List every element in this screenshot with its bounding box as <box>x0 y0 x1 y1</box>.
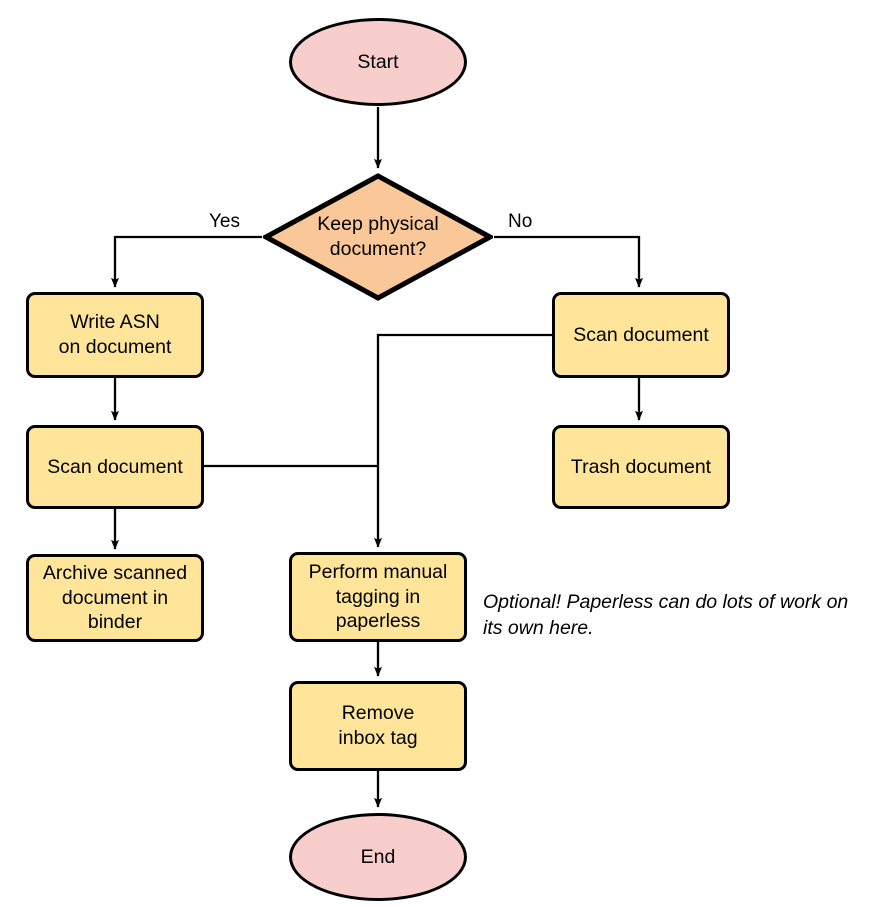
node-decision-keep-physical-document[interactable]: Keep physical document? <box>263 173 493 301</box>
node-scan-document-right[interactable]: Scan document <box>552 292 730 378</box>
annotation-line2: its own here. <box>483 616 594 639</box>
node-remove-inbox-label: Remove inbox tag <box>338 701 417 751</box>
node-trash-document[interactable]: Trash document <box>552 425 730 509</box>
node-remove-inbox-tag[interactable]: Remove inbox tag <box>289 681 467 771</box>
annotation-line1: Optional! Paperless can do lots of work … <box>483 591 849 613</box>
node-remove-inbox-label-line2: inbox tag <box>338 727 418 749</box>
node-tagging-label-line2: tagging in <box>335 585 421 608</box>
node-end[interactable]: End <box>289 813 467 901</box>
decision-diamond-shape <box>263 173 493 301</box>
node-end-label: End <box>360 845 396 868</box>
node-write-asn-on-document[interactable]: Write ASN on document <box>26 292 204 378</box>
node-remove-inbox-label-line1: Remove <box>341 702 415 725</box>
node-perform-manual-tagging[interactable]: Perform manual tagging in paperless <box>289 552 467 642</box>
node-trash-document-label: Trash document <box>570 455 712 478</box>
node-scan-document-left[interactable]: Scan document <box>26 425 204 509</box>
edge-decision-no-to-scan-right <box>494 235 643 288</box>
edge-scan-right-to-tagging <box>374 333 552 548</box>
node-write-asn-label-line1: Write ASN <box>70 311 160 334</box>
node-start[interactable]: Start <box>289 18 467 106</box>
node-tagging-label-line1: Perform manual <box>308 560 448 583</box>
edge-decision-yes-to-write-asn <box>111 235 262 288</box>
node-archive-label: Archive scanned document in binder <box>43 561 187 636</box>
node-archive-label-line3: binder <box>87 611 143 634</box>
node-archive-scanned-document[interactable]: Archive scanned document in binder <box>26 554 204 642</box>
node-tagging-label-line3: paperless <box>335 610 421 633</box>
node-archive-label-line2: document in <box>61 586 169 609</box>
node-tagging-label: Perform manual tagging in paperless <box>309 560 448 635</box>
node-write-asn-label-line2: on document <box>58 336 172 358</box>
edge-label-yes: Yes <box>209 211 240 232</box>
node-write-asn-label: Write ASN on document <box>59 310 172 360</box>
node-archive-label-line1: Archive scanned <box>42 561 188 584</box>
node-start-label: Start <box>357 50 399 73</box>
node-scan-document-left-label: Scan document <box>47 455 183 478</box>
node-scan-document-right-label: Scan document <box>573 323 709 346</box>
edge-label-no: No <box>508 211 533 232</box>
annotation-optional-paperless: Optional! Paperless can do lots of work … <box>483 590 883 641</box>
